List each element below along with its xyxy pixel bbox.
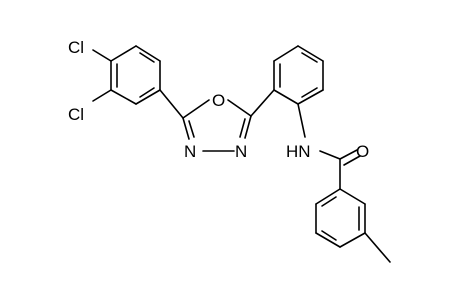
methylphenyl-ring [315,188,366,248]
bond-methyl [364,232,391,263]
bond-cl-top [92,49,112,62]
dichlorophenyl-ring [110,45,161,105]
bond-cl-mid [92,89,112,102]
bond-nh-carbonyl [319,150,341,160]
oxadiazole-nitrogen-right-label: N [235,142,247,161]
carbonyl-oxygen-label: O [356,142,369,161]
oxadiazole-ring [159,89,252,152]
chlorine-top-label: Cl [68,38,84,57]
oxadiazole-oxygen-label: O [212,91,225,110]
oxadiazole-nitrogen-left-label: N [184,142,196,161]
central-phenyl-ring [273,45,324,105]
bond-phenyl-nh [297,103,306,138]
amide-nh-label: HN [286,142,311,161]
bond-oxadiazole-phenyl [250,89,275,117]
carbonyl-double-bond [339,149,361,166]
chlorine-middle-label: Cl [68,105,84,124]
